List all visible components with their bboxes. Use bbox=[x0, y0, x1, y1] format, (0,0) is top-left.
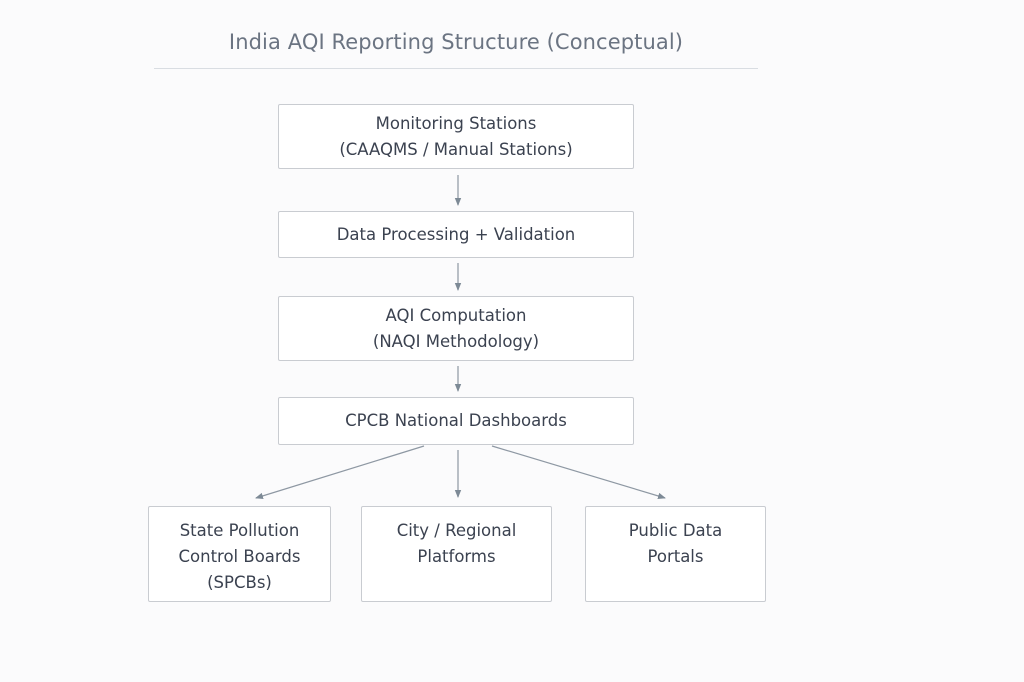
node-label: Monitoring Stations bbox=[375, 113, 537, 133]
node-aqi-computation: AQI Computation (NAQI Methodology) bbox=[278, 296, 634, 361]
title-divider bbox=[154, 68, 758, 69]
node-label: Platforms bbox=[417, 547, 496, 566]
node-sublabel: (SPCBs) bbox=[207, 573, 272, 592]
node-label: State Pollution bbox=[179, 521, 300, 540]
node-data-processing: Data Processing + Validation bbox=[278, 211, 634, 258]
node-label: Public Data bbox=[628, 521, 723, 540]
node-city-platforms: City / Regional Platforms bbox=[361, 506, 552, 602]
diagram-title: India AQI Reporting Structure (Conceptua… bbox=[228, 30, 684, 54]
node-sublabel: (CAAQMS / Manual Stations) bbox=[339, 139, 573, 159]
node-label: Control Boards bbox=[178, 547, 301, 566]
node-sublabel: (NAQI Methodology) bbox=[372, 331, 540, 351]
node-label: City / Regional bbox=[396, 521, 517, 540]
node-public-portals: Public Data Portals bbox=[585, 506, 766, 602]
node-cpcb-dashboards: CPCB National Dashboards bbox=[278, 397, 634, 445]
arrow-dashboards-to-spcbs bbox=[255, 445, 425, 499]
node-label: CPCB National Dashboards bbox=[345, 411, 567, 430]
node-label: Data Processing + Validation bbox=[336, 224, 576, 244]
arrow-dashboards-to-public bbox=[491, 445, 666, 500]
node-monitoring-stations: Monitoring Stations (CAAQMS / Manual Sta… bbox=[278, 104, 634, 169]
node-label: Portals bbox=[647, 547, 704, 566]
node-spcbs: State Pollution Control Boards (SPCBs) bbox=[148, 506, 331, 602]
node-label: AQI Computation bbox=[385, 305, 527, 325]
